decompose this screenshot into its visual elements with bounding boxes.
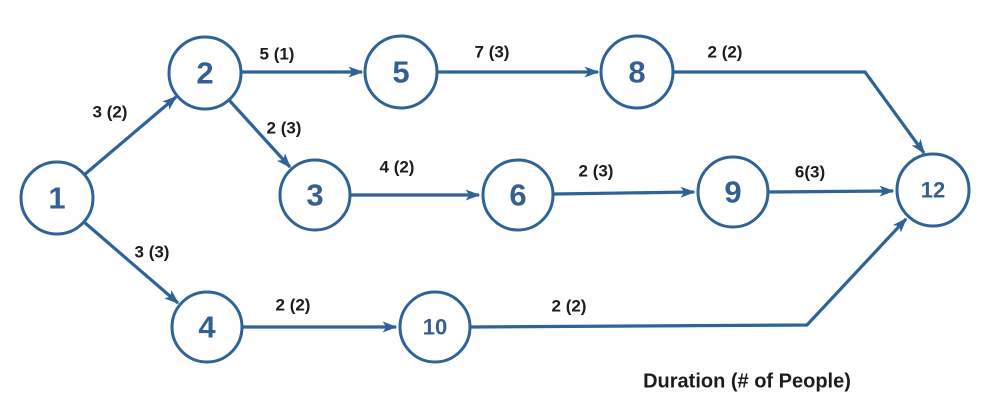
node-6-circle <box>481 158 555 232</box>
edge-label-6-9: 2 (3) <box>579 162 614 181</box>
edge-1-2 <box>82 95 178 177</box>
node-5-circle <box>363 34 439 110</box>
edge-label-9-12: 6(3) <box>795 163 825 182</box>
node-5: 5 <box>363 34 439 110</box>
node-8-circle <box>599 34 675 110</box>
edge-label-2-5: 5 (1) <box>260 45 295 64</box>
edge-label-8-12: 2 (2) <box>708 43 743 62</box>
node-3-label: 3 <box>306 178 323 213</box>
node-4-label: 4 <box>198 310 216 345</box>
diagram-caption: Duration (# of People) <box>643 370 851 393</box>
node-10-circle <box>398 290 472 364</box>
node-5-label: 5 <box>392 55 409 90</box>
edge-label-1-2: 3 (2) <box>93 103 128 122</box>
edge-label-1-4: 3 (3) <box>135 243 170 262</box>
node-8: 8 <box>599 34 675 110</box>
node-9-circle <box>696 155 770 229</box>
node-2-circle <box>167 35 243 111</box>
node-12: 12 <box>895 152 971 228</box>
node-9-label: 9 <box>724 175 741 210</box>
node-3: 3 <box>278 158 352 232</box>
node-6: 6 <box>481 158 555 232</box>
node-8-label: 8 <box>628 55 645 90</box>
node-12-label: 12 <box>921 178 945 203</box>
node-1: 1 <box>19 160 95 236</box>
edge-label-4-10: 2 (2) <box>276 296 311 315</box>
edge-6-9 <box>553 186 696 198</box>
node-4: 4 <box>170 290 244 364</box>
node-3-circle <box>278 158 352 232</box>
node-10: 10 <box>398 290 472 364</box>
edge-label-5-8: 7 (3) <box>475 43 510 62</box>
node-10-label: 10 <box>423 315 447 340</box>
edge-1-4 <box>82 220 180 305</box>
node-2-label: 2 <box>196 56 213 91</box>
edge-9-12 <box>768 185 895 197</box>
edge-label-3-6: 4 (2) <box>380 158 415 177</box>
edge-8-12 <box>673 70 926 155</box>
node-2: 2 <box>167 35 243 111</box>
node-9: 9 <box>696 155 770 229</box>
edge-10-12 <box>470 217 908 329</box>
node-6-label: 6 <box>509 178 526 213</box>
edge-2-3 <box>227 98 292 169</box>
node-1-label: 1 <box>48 181 65 216</box>
node-12-circle <box>895 152 971 228</box>
edge-label-10-12: 2 (2) <box>552 297 587 316</box>
node-4-circle <box>170 290 244 364</box>
edge-label-2-3: 2 (3) <box>267 119 302 138</box>
node-1-circle <box>19 160 95 236</box>
